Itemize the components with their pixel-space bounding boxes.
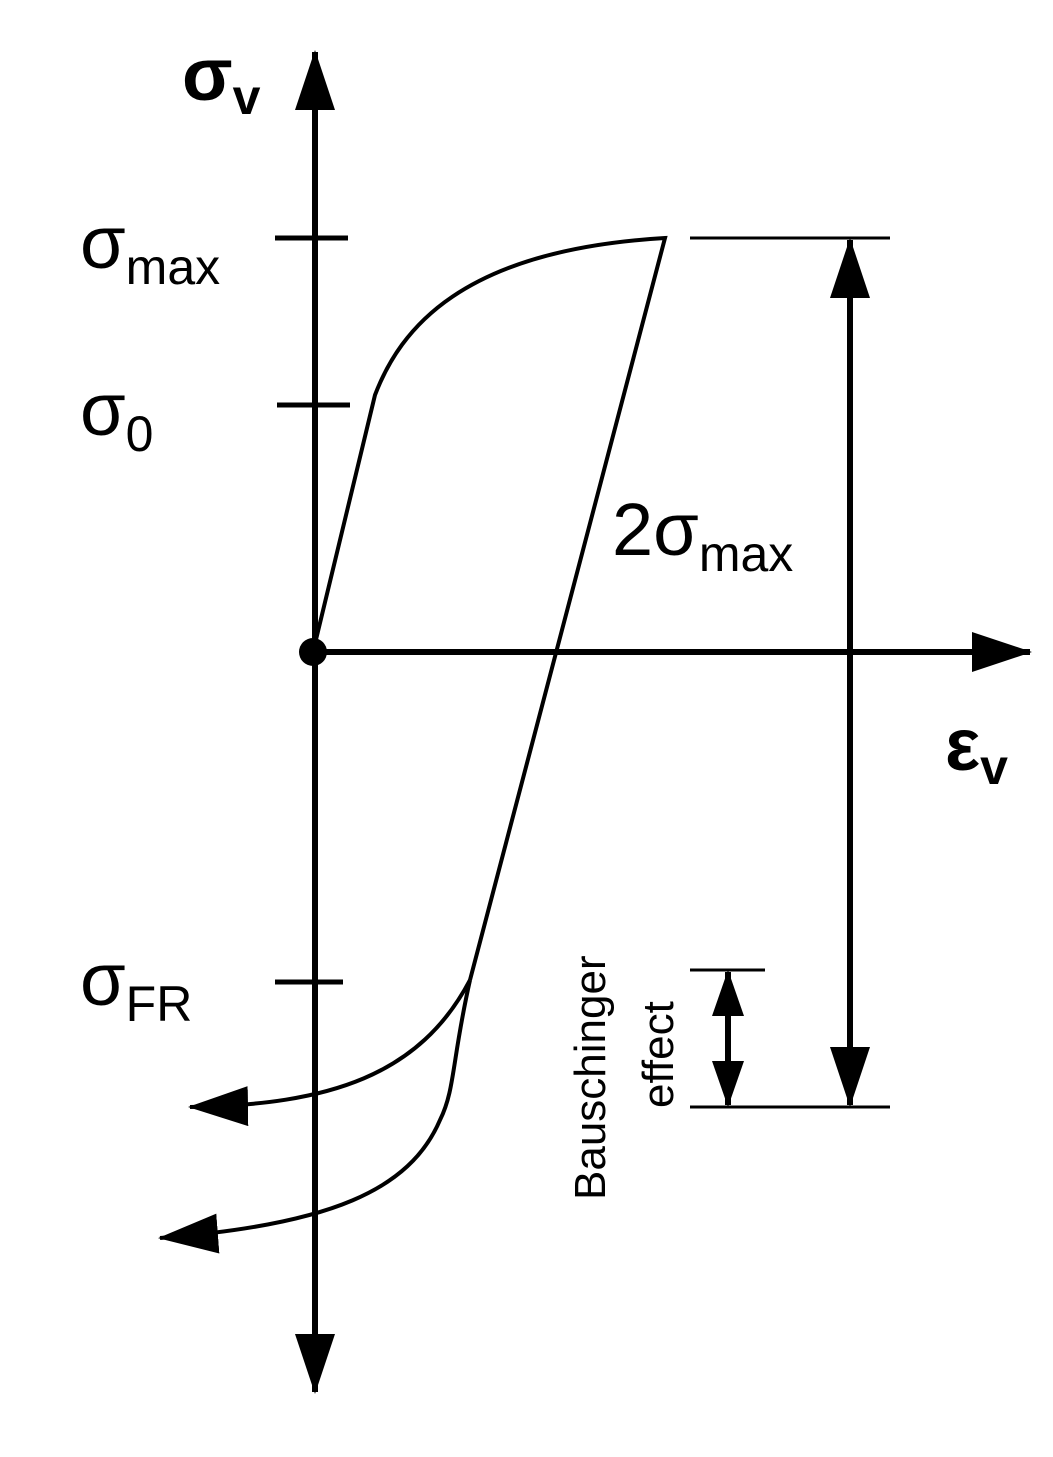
label-sigma-0-symbol: σ (80, 368, 126, 451)
x-axis-subscript: v (980, 739, 1008, 795)
y-axis-symbol: σ (182, 33, 233, 116)
label-sigma-fr-subscript: FR (126, 976, 193, 1032)
label-sigma-0-subscript: 0 (126, 406, 154, 462)
bauschinger-label-line1: Bauschinger (566, 955, 615, 1200)
label-sigma-max-symbol: σ (80, 201, 126, 284)
reverse-branch-lower (158, 979, 472, 1254)
range-label-subscript: max (699, 526, 793, 582)
label-sigma-0: σ0 (80, 368, 153, 462)
range-label-symbol: σ (653, 488, 699, 571)
label-sigma-max-subscript: max (126, 239, 220, 295)
x-axis-label: εv (945, 703, 1008, 795)
x-axis-symbol: ε (945, 703, 980, 786)
bauschinger-label-line2: effect (634, 1001, 683, 1108)
range-label-prefix: 2 (612, 488, 653, 571)
stress-strain-curve (311, 235, 668, 981)
y-axis-subscript: v (233, 69, 261, 125)
range-label: 2σmax (612, 488, 793, 582)
reverse-branch-upper (188, 979, 472, 1127)
y-axis-label: σv (182, 33, 261, 125)
label-sigma-fr-symbol: σ (80, 938, 126, 1021)
bauschinger-label: Bauschinger effect (566, 943, 683, 1200)
label-sigma-max: σmax (80, 201, 220, 295)
label-sigma-fr: σFR (80, 938, 192, 1032)
